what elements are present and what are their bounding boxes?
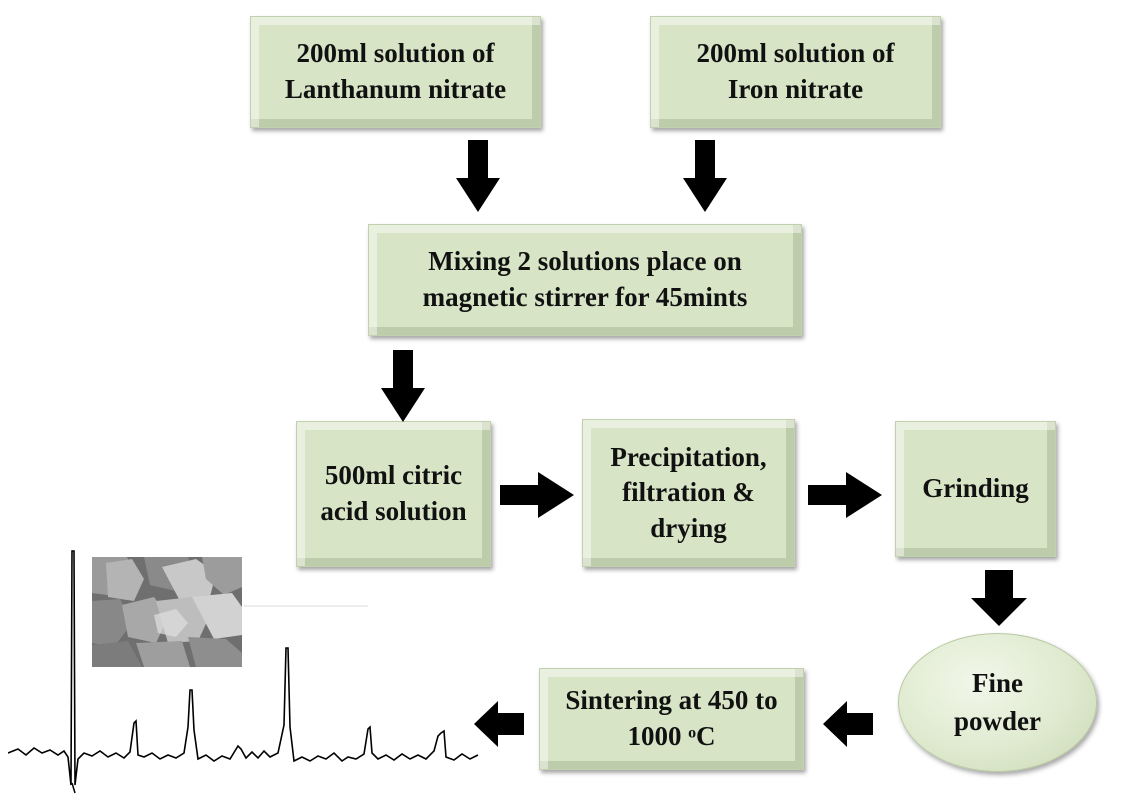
arrow-down-lanthanum — [456, 140, 500, 212]
box-grinding: Grinding — [895, 421, 1056, 557]
box-lanthanum-nitrate: 200ml solution of Lanthanum nitrate — [250, 16, 541, 128]
sem-micrograph — [92, 557, 242, 667]
arrow-down-iron — [683, 140, 727, 212]
arrow-right-citric — [500, 472, 574, 518]
box-sintering: Sintering at 450 to 1000 ᵒC — [539, 668, 804, 770]
arrow-down-grinding — [971, 570, 1027, 626]
arrow-left-fine-powder — [823, 701, 873, 747]
box-precipitation: Precipitation, filtration & drying — [582, 419, 795, 567]
sem-texture-icon — [92, 557, 242, 667]
arrow-right-precipitation — [808, 472, 882, 518]
xrd-pattern — [8, 550, 479, 794]
box-mixing: Mixing 2 solutions place on magnetic sti… — [368, 224, 802, 336]
arrow-down-mixing — [381, 350, 425, 422]
ellipse-fine-powder: Fine powder — [898, 633, 1097, 772]
box-iron-nitrate: 200ml solution of Iron nitrate — [650, 16, 941, 128]
box-citric-acid: 500ml citric acid solution — [296, 421, 491, 567]
arrow-left-sintering — [474, 701, 524, 747]
